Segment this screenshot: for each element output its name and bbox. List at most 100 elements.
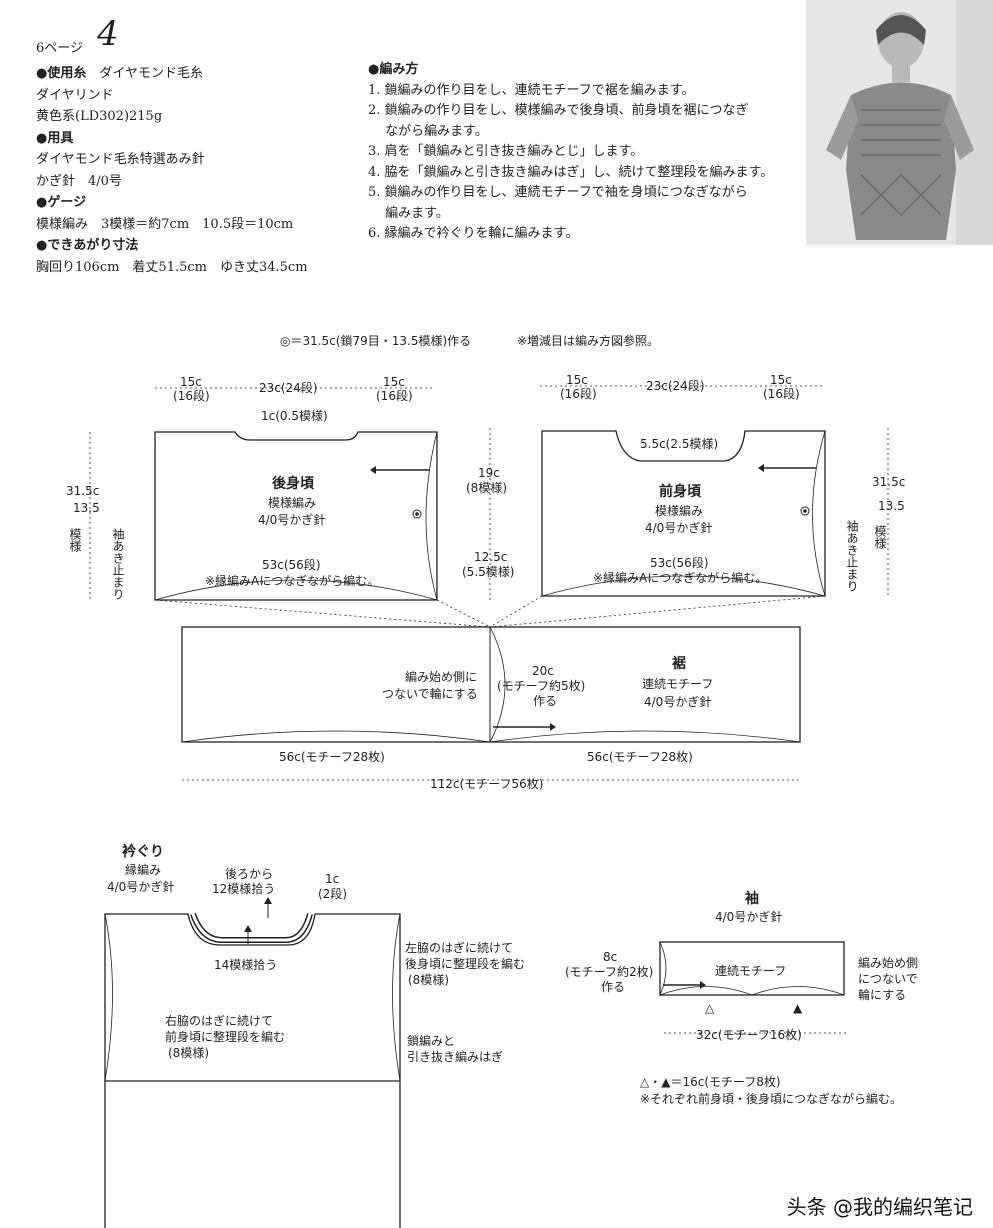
- yarn-color: 黄色系(LD302)215g: [36, 109, 163, 124]
- sleeve-height-motifs: (モチーフ約2枚): [565, 964, 653, 979]
- front-width: 53c(56段): [650, 555, 709, 570]
- assembled-garment: [104, 897, 401, 1228]
- collar-depth-rows: (2段): [318, 886, 347, 901]
- back-title: 後身頃: [272, 475, 315, 492]
- back-neck-depth: 1c(0.5模様): [261, 409, 328, 423]
- pattern-number: 4: [97, 14, 119, 54]
- collar-pick-front: 14模様拾う: [214, 957, 277, 972]
- left-side-note-3: (8模様): [408, 973, 449, 987]
- sleeve-width: 32c(モチーフ16枚): [696, 1027, 802, 1042]
- hem-height-motifs: (モチーフ約5枚): [497, 678, 585, 693]
- tools-line-1: ダイヤモンド毛糸特選あみ針: [36, 152, 205, 167]
- sleeve-motif: 連続モチーフ: [715, 964, 786, 978]
- size-text: 胸回り106cm 着丈51.5cm ゆき丈34.5cm: [36, 259, 308, 275]
- gauge-text: 模様編み 3模様＝約7cm 10.5段＝10cm: [36, 216, 294, 232]
- back-dim-left: 15c: [180, 375, 202, 389]
- front-dim-right-rows: (16段): [763, 386, 800, 401]
- front-neck-depth: 5.5c(2.5模様): [640, 437, 718, 451]
- hem-start-note-1: 編み始め側に: [405, 669, 477, 684]
- front-height-unit: 模様: [873, 525, 887, 549]
- method-step: 5. 鎖編みの作り目をし、連続モチーフで袖を身頃につなぎながら: [368, 185, 748, 200]
- collar-title: 衿ぐり: [122, 843, 164, 860]
- cast-on-note: ◎＝31.5c(鎖79目・13.5模様)作る: [280, 333, 471, 348]
- hem-half-right: 56c(モチーフ28枚): [587, 749, 693, 764]
- front-bodice-piece: [541, 430, 826, 597]
- right-side-note-1: 右脇のはぎに続けて: [165, 1013, 273, 1028]
- collar-pattern: 縁編み: [125, 862, 161, 877]
- back-hook: 4/0号かぎ針: [258, 512, 325, 527]
- back-dim-right-rows: (16段): [376, 388, 413, 403]
- sleeve-start-2: につないで: [858, 972, 918, 986]
- yarn-name: ダイヤリンド: [36, 87, 114, 103]
- increase-note: ※増減目は編み方図参照。: [517, 333, 659, 348]
- method-block: ●編み方 1. 鎖編みの作り目をし、連続モチーフで裾を編みます。 2. 鎖編みの…: [368, 60, 798, 245]
- back-dim-mid: 23c(24段): [259, 380, 318, 395]
- front-dim-mid: 23c(24段): [646, 378, 705, 393]
- left-side-note-1: 左脇のはぎに続けて: [405, 940, 513, 955]
- tools-line-2: かぎ針 4/0号: [36, 173, 122, 189]
- collar-hook: 4/0号かぎ針: [107, 879, 174, 894]
- front-height-motifs: 13.5: [878, 499, 905, 513]
- right-side-note-3: (8模様): [168, 1046, 209, 1060]
- yarn-brand: ダイヤモンド毛糸: [99, 66, 203, 81]
- tools-heading: ●用具: [36, 130, 74, 146]
- hem-hook: 4/0号かぎ針: [644, 694, 711, 709]
- back-join-note: ※縁編みAにつなぎながら編む。: [205, 573, 379, 588]
- back-width: 53c(56段): [262, 557, 321, 572]
- materials-block: ●使用糸 ダイヤモンド毛糸 ダイヤリンド 黄色系(LD302)215g ●用具 …: [36, 63, 366, 278]
- center-lower-motifs: (5.5模様): [462, 565, 514, 579]
- sleeve-title: 袖: [745, 890, 759, 907]
- hem-start-note-2: つないで輪にする: [382, 686, 478, 701]
- page-reference: 6ページ: [36, 41, 84, 56]
- method-step: 4. 脇を「鎖編みと引き抜き編みはぎ」し、続けて整理段を編みます。: [368, 164, 774, 180]
- seam-note-2: 引き抜き編みはぎ: [407, 1049, 503, 1064]
- left-side-note-2: 後身頃に整理段を編む: [405, 956, 525, 971]
- method-heading: ●編み方: [368, 62, 419, 77]
- front-title: 前身頃: [659, 483, 702, 500]
- collar-pick-back-2: 12模様拾う: [212, 881, 275, 896]
- hem-piece: [181, 626, 801, 743]
- model-photo: [806, 0, 993, 245]
- open-triangle-icon: △: [705, 1001, 715, 1015]
- sleeve-height-make: 作る: [601, 980, 625, 994]
- back-dim-left-rows: (16段): [173, 388, 210, 403]
- method-step: 2. 鎖編みの作り目をし、模様編みで後身頃、前身頃を裾につなぎ: [368, 103, 749, 118]
- collar-depth: 1c: [325, 872, 339, 886]
- hem-half-left: 56c(モチーフ28枚): [279, 749, 385, 764]
- front-sleeve-stop: 袖あき止まり: [845, 519, 859, 592]
- right-side-note-2: 前身頃に整理段を編む: [165, 1029, 285, 1044]
- sleeve-hook: 4/0号かぎ針: [715, 909, 782, 924]
- gauge-heading: ●ゲージ: [36, 195, 87, 210]
- back-sleeve-stop: 袖あき止まり: [111, 527, 125, 600]
- sleeve-note-2: ※それぞれ前身頃・後身頃につなぎながら編む。: [640, 1091, 902, 1106]
- seam-note-1: 鎖編みと: [407, 1033, 455, 1048]
- sleeve-start-3: 輪にする: [858, 987, 906, 1002]
- yarn-heading: ●使用糸: [36, 66, 87, 81]
- hem-total: 112c(モチーフ56枚): [430, 776, 543, 791]
- front-hook: 4/0号かぎ針: [645, 520, 712, 535]
- method-step: 6. 縁編みで衿ぐりを輪に編みます。: [368, 226, 579, 241]
- size-heading: ●できあがり寸法: [36, 238, 139, 253]
- back-bodice-piece: [154, 431, 438, 601]
- hem-height: 20c: [532, 664, 554, 678]
- sleeve-piece: [659, 941, 845, 996]
- sleeve-start-1: 編み始め側: [858, 955, 918, 970]
- center-lower-dim: 12.5c: [474, 550, 507, 564]
- solid-triangle-icon: ▲: [793, 1001, 803, 1015]
- method-step: 1. 鎖編みの作り目をし、連続モチーフで裾を編みます。: [368, 82, 695, 98]
- watermark: 头条 @我的编织笔记: [786, 1195, 973, 1219]
- hem-height-make: 作る: [533, 694, 557, 708]
- back-height: 31.5c: [66, 484, 99, 498]
- back-pattern: 模様編み: [268, 495, 316, 510]
- model-illustration: [806, 0, 993, 245]
- sleeve-note-1: △・▲＝16c(モチーフ8枚): [640, 1074, 781, 1089]
- front-dim-left: 15c: [566, 373, 588, 387]
- center-upper-motifs: (8模様): [466, 481, 507, 495]
- method-step: 3. 肩を「鎖編みと引き抜き編みとじ」します。: [368, 144, 644, 159]
- front-pattern: 模様編み: [655, 503, 703, 518]
- front-dim-left-rows: (16段): [560, 386, 597, 401]
- center-upper-dim: 19c: [478, 466, 500, 480]
- front-dim-right: 15c: [770, 373, 792, 387]
- collar-pick-back-1: 後ろから: [225, 867, 273, 881]
